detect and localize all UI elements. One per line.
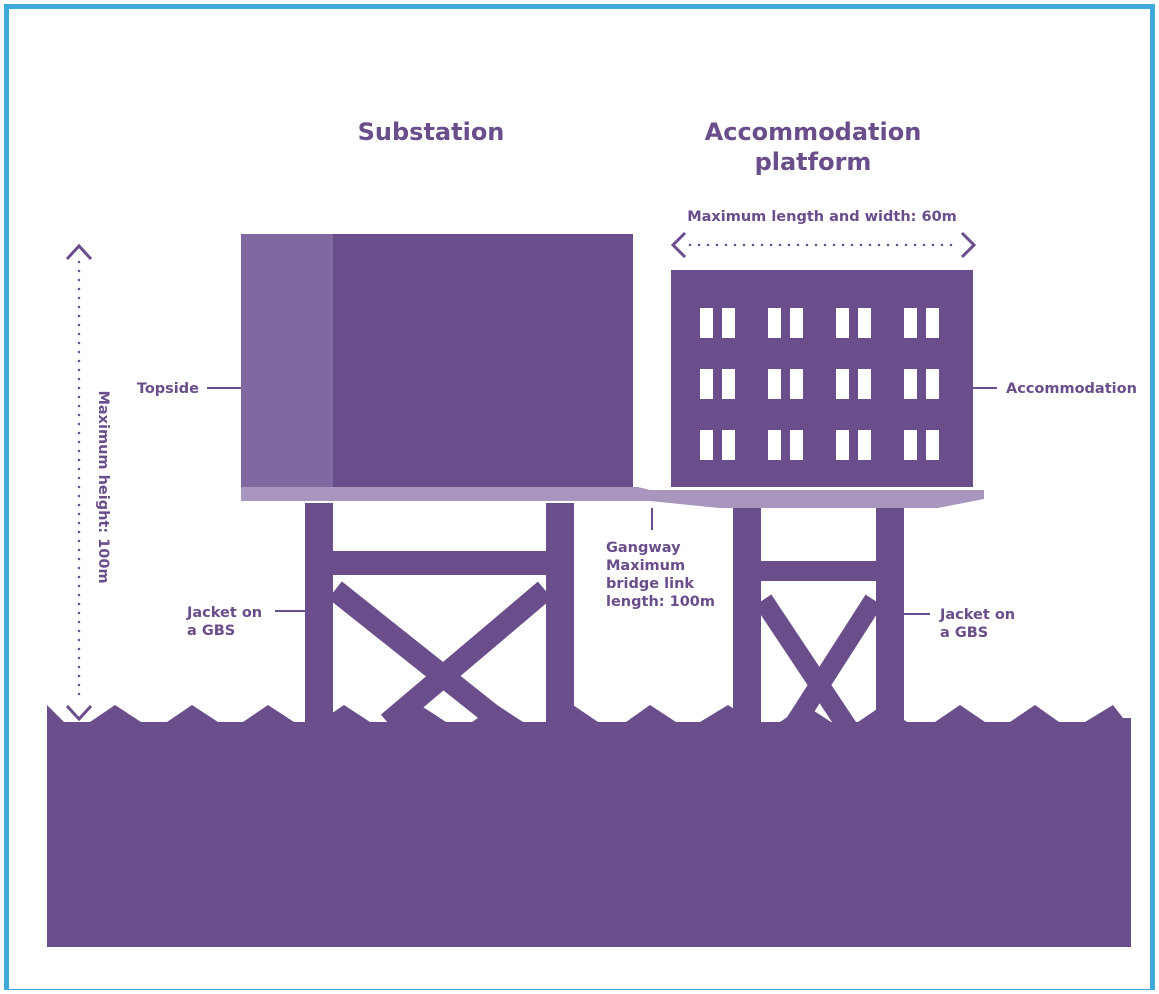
frame-bottom-border bbox=[4, 989, 1155, 990]
gangway-label-line: Maximum bbox=[606, 558, 685, 574]
window bbox=[700, 369, 713, 399]
window bbox=[858, 308, 871, 338]
window bbox=[700, 308, 713, 338]
title-substation: Substation bbox=[358, 118, 505, 146]
chevron-right-icon bbox=[960, 231, 977, 259]
sea-water bbox=[47, 705, 1131, 947]
topside-label: Topside bbox=[137, 381, 199, 397]
topside-side-panel bbox=[241, 234, 333, 487]
window bbox=[722, 369, 735, 399]
window bbox=[790, 369, 803, 399]
window bbox=[926, 430, 939, 460]
window bbox=[722, 308, 735, 338]
window bbox=[836, 308, 849, 338]
substation-topside bbox=[333, 234, 633, 487]
window bbox=[700, 430, 713, 460]
gangway-label-line: Gangway bbox=[606, 540, 681, 556]
accommodation-block bbox=[671, 270, 973, 487]
window bbox=[768, 369, 781, 399]
window bbox=[768, 430, 781, 460]
jacket-left-label: Jacket on a GBS bbox=[186, 605, 262, 639]
accommodation-label: Accommodation bbox=[1006, 381, 1137, 397]
window bbox=[926, 308, 939, 338]
title-accommodation-line2: platform bbox=[755, 148, 872, 176]
window bbox=[904, 369, 917, 399]
window bbox=[836, 369, 849, 399]
max-length-width-label: Maximum length and width: 60m bbox=[687, 209, 957, 225]
jacket-left-label-line: a GBS bbox=[187, 623, 235, 639]
gangway-label-line: bridge link bbox=[606, 576, 694, 592]
jacket-right-label-line: Jacket on bbox=[939, 607, 1015, 623]
title-accommodation-line1: Accommodation bbox=[705, 118, 922, 146]
window bbox=[926, 369, 939, 399]
gangway-label-line: length: 100m bbox=[606, 594, 715, 610]
jacket-left-label-line: Jacket on bbox=[186, 605, 262, 621]
max-height-label: Maximum height: 100m bbox=[95, 390, 111, 583]
gangway-label: Gangway Maximum bridge link length: 100m bbox=[606, 540, 715, 610]
window bbox=[790, 308, 803, 338]
window bbox=[858, 369, 871, 399]
accommodation-jacket bbox=[733, 508, 904, 734]
window bbox=[790, 430, 803, 460]
accommodation-windows bbox=[700, 308, 939, 460]
window bbox=[768, 308, 781, 338]
window bbox=[904, 430, 917, 460]
gangway-deck bbox=[241, 487, 984, 508]
chevron-up-icon bbox=[65, 243, 93, 261]
window bbox=[836, 430, 849, 460]
chevron-down-icon bbox=[65, 704, 93, 722]
chevron-left-icon bbox=[670, 231, 687, 259]
window bbox=[904, 308, 917, 338]
window bbox=[722, 430, 735, 460]
jacket-right-label: Jacket on a GBS bbox=[939, 607, 1015, 641]
window bbox=[858, 430, 871, 460]
jacket-right-label-line: a GBS bbox=[940, 625, 988, 641]
substation-jacket bbox=[305, 503, 574, 732]
